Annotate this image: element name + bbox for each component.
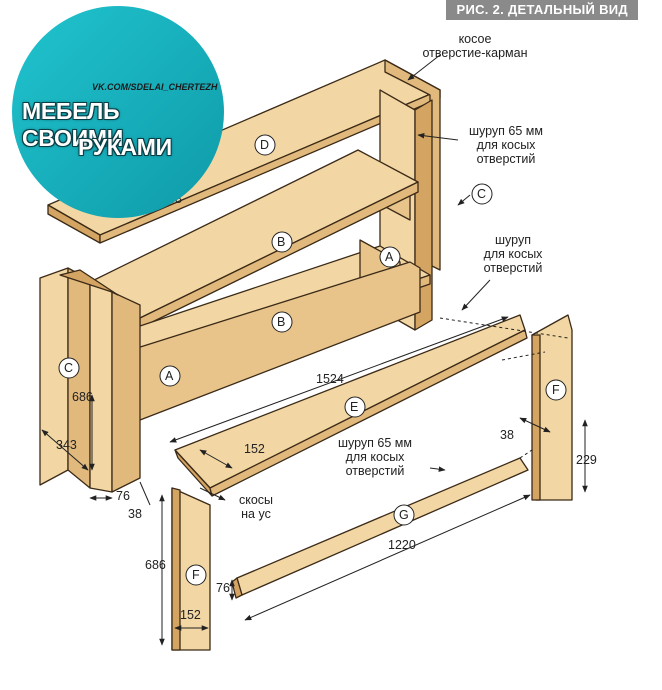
note-screw-bottom-line2: для косых [345, 450, 405, 464]
dim-152-leg: 152 [180, 608, 201, 622]
dim-76-bottom: 76 [116, 489, 130, 503]
rail-g [236, 457, 529, 596]
dim-343: 343 [56, 438, 77, 452]
note-screw-bottom-line3: отверстий [345, 464, 405, 478]
badge-circle-icon [12, 6, 224, 218]
dim-152-e: 152 [244, 442, 265, 456]
part-label-c-right: C [477, 187, 487, 201]
note-screw-right-line3: отверстий [483, 261, 543, 275]
part-label-c-left: C [64, 361, 74, 375]
note-screw-right-line1: шуруп [495, 233, 531, 247]
dim-686-left: 686 [72, 390, 93, 404]
badge-handle: VK.COM/SDELAI_CHERTEZH [92, 82, 218, 92]
part-label-a-front: A [165, 369, 174, 383]
note-screw-top-line3: отверстий [476, 152, 536, 166]
part-label-a-back: A [385, 250, 394, 264]
part-label-b-upper: B [277, 235, 286, 249]
dim-38-bottom: 38 [128, 507, 142, 521]
badge-title-line1: МЕБЕЛЬ СВОИМИ [22, 98, 123, 151]
dim-1220: 1220 [388, 538, 416, 552]
part-label-d: D [260, 138, 270, 152]
dim-686-leg: 686 [145, 558, 166, 572]
dim-38-right: 38 [500, 428, 514, 442]
part-label-g: G [399, 508, 409, 522]
dim-229: 229 [576, 453, 597, 467]
note-pocket-hole-line2: отверстие-карман [422, 46, 528, 60]
dim-76-leg: 76 [216, 581, 230, 595]
dim-1524: 1524 [316, 372, 344, 386]
note-screw-top-line2: для косых [476, 138, 536, 152]
part-label-f-right: F [552, 383, 560, 397]
note-pocket-hole-line1: косое [458, 32, 492, 46]
part-label-f-left: F [192, 568, 200, 582]
part-label-b-lower: B [277, 315, 286, 329]
part-label-e: E [350, 400, 359, 414]
badge-title-line2: РУКАМИ [78, 134, 172, 160]
note-screw-right-line2: для косых [483, 247, 543, 261]
note-screw-top: шуруп 65 мм для косых отверстий [456, 124, 556, 166]
note-bevels-line1: скосы [238, 493, 274, 507]
figure-caption: РИС. 2. ДЕТАЛЬНЫЙ ВИД [446, 0, 638, 20]
note-pocket-hole: косое отверстие-карман [405, 32, 545, 60]
note-screw-right: шуруп для косых отверстий [470, 233, 556, 275]
note-bevels: скосы на ус [226, 493, 286, 521]
note-screw-bottom: шуруп 65 мм для косых отверстий [325, 436, 425, 478]
note-screw-bottom-line1: шуруп 65 мм [337, 436, 412, 450]
note-bevels-line2: на ус [241, 507, 271, 521]
note-screw-top-line1: шуруп 65 мм [468, 124, 543, 138]
